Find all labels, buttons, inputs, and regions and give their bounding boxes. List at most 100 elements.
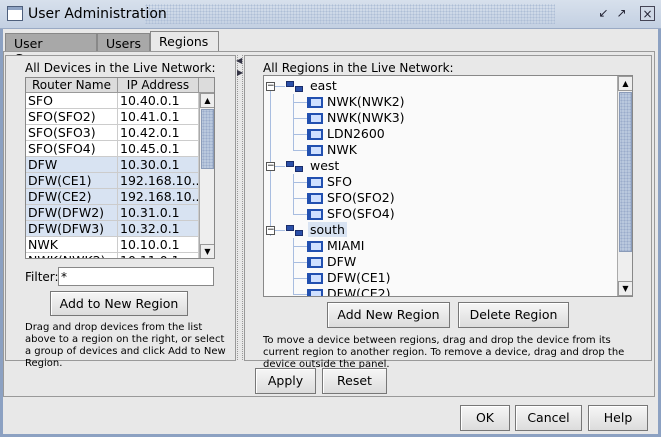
- table-row[interactable]: SFO(SFO2)10.41.0.1: [26, 109, 199, 125]
- tree-line: [275, 166, 285, 167]
- add-new-region-button[interactable]: Add New Region: [327, 302, 450, 328]
- ip-address-cell: 10.42.0.1: [118, 125, 199, 141]
- region-name: east: [309, 78, 337, 93]
- router-name-cell: SFO: [26, 93, 118, 109]
- collapse-icon[interactable]: −: [266, 225, 275, 235]
- tab-regions[interactable]: Regions: [150, 31, 219, 52]
- device-name: DFW(CE2): [327, 286, 391, 297]
- tree-line: [293, 102, 307, 103]
- devices-scrollbar[interactable]: ▲ ▼: [199, 93, 214, 258]
- region-node[interactable]: south: [286, 222, 347, 238]
- router-name-cell: DFW: [26, 157, 118, 173]
- device-name: SFO(SFO4): [327, 206, 395, 221]
- table-row[interactable]: DFW(CE1)192.168.10...: [26, 173, 199, 189]
- column-header-router-name[interactable]: Router Name: [26, 78, 118, 93]
- tree-line: [293, 246, 307, 247]
- ip-address-cell: 10.30.0.1: [118, 157, 199, 173]
- title-bar[interactable]: User Administration ↙ ↗ ×: [0, 0, 661, 29]
- table-row[interactable]: DFW(CE2)192.168.10...: [26, 189, 199, 205]
- collapse-right-icon[interactable]: ▶: [237, 68, 244, 77]
- tree-line: [293, 198, 307, 199]
- device-name: NWK: [327, 142, 357, 157]
- device-node[interactable]: LDN2600: [307, 126, 385, 142]
- help-button[interactable]: Help: [588, 405, 648, 431]
- table-row[interactable]: DFW(DFW3)10.32.0.1: [26, 221, 199, 237]
- device-node[interactable]: DFW(CE1): [307, 270, 391, 286]
- tab-content: [3, 51, 655, 397]
- region-icon: [286, 160, 304, 173]
- table-row[interactable]: DFW(DFW2)10.31.0.1: [26, 205, 199, 221]
- tab-user-groups[interactable]: User Groups: [5, 33, 97, 66]
- collapse-left-icon[interactable]: ◀: [236, 56, 243, 65]
- scroll-up-icon[interactable]: ▲: [618, 76, 632, 91]
- device-node[interactable]: SFO: [307, 174, 352, 190]
- tree-line: [293, 214, 307, 215]
- device-node[interactable]: NWK: [307, 142, 357, 158]
- collapse-icon[interactable]: −: [266, 81, 275, 91]
- router-name-cell: NWK: [26, 237, 118, 253]
- table-row[interactable]: SFO(SFO4)10.45.0.1: [26, 141, 199, 157]
- device-icon: [307, 241, 323, 252]
- apply-button[interactable]: Apply: [255, 368, 316, 394]
- router-name-cell: SFO(SFO3): [26, 125, 118, 141]
- scroll-down-icon[interactable]: ▼: [618, 281, 632, 296]
- device-node[interactable]: NWK(NWK3): [307, 110, 405, 126]
- close-icon[interactable]: ×: [640, 6, 655, 21]
- router-name-cell: SFO(SFO2): [26, 109, 118, 125]
- region-name: south: [307, 222, 347, 237]
- router-name-cell: NWK(NWK2): [26, 253, 118, 258]
- device-node[interactable]: DFW: [307, 254, 357, 270]
- ip-address-cell: 10.41.0.1: [118, 109, 199, 125]
- table-row[interactable]: NWK(NWK2)10.11.0.1: [26, 253, 199, 258]
- scroll-up-icon[interactable]: ▲: [200, 93, 214, 108]
- device-name: DFW: [327, 254, 357, 269]
- tree-line: [293, 134, 307, 135]
- device-node[interactable]: SFO(SFO4): [307, 206, 395, 222]
- ok-button[interactable]: OK: [460, 405, 510, 431]
- tree-line: [293, 262, 307, 263]
- tree-line: [293, 118, 307, 119]
- router-name-cell: DFW(DFW2): [26, 205, 118, 221]
- regions-label: All Regions in the Live Network:: [263, 61, 454, 75]
- ip-address-cell: 192.168.10...: [120, 189, 199, 205]
- device-node[interactable]: NWK(NWK2): [307, 94, 405, 110]
- regions-scrollbar[interactable]: ▲ ▼: [617, 76, 632, 296]
- minimize-icon[interactable]: ↙: [598, 6, 609, 20]
- device-icon: [307, 209, 323, 220]
- device-node[interactable]: SFO(SFO2): [307, 190, 395, 206]
- region-node[interactable]: east: [286, 78, 339, 94]
- tab-users[interactable]: Users: [97, 33, 150, 51]
- tree-line: [275, 230, 285, 231]
- device-name: NWK(NWK2): [327, 94, 405, 109]
- collapse-icon[interactable]: −: [266, 161, 275, 171]
- column-header-ip-address[interactable]: IP Address: [118, 78, 199, 93]
- device-name: SFO(SFO2): [327, 190, 395, 205]
- cancel-button[interactable]: Cancel: [515, 405, 582, 431]
- scroll-down-icon[interactable]: ▼: [200, 244, 214, 258]
- maximize-icon[interactable]: ↗: [616, 6, 627, 20]
- device-icon: [307, 97, 323, 108]
- region-name: west: [309, 158, 340, 173]
- split-pane-divider[interactable]: [237, 55, 243, 360]
- filter-input[interactable]: [58, 267, 214, 286]
- delete-region-button[interactable]: Delete Region: [458, 302, 569, 328]
- device-node[interactable]: MIAMI: [307, 238, 365, 254]
- device-icon: [307, 257, 323, 268]
- device-icon: [307, 145, 323, 156]
- device-node[interactable]: DFW(CE2): [307, 286, 391, 297]
- title-bar-pattern: [145, 4, 555, 24]
- scroll-thumb[interactable]: [201, 109, 214, 169]
- regions-help-text: To move a device between regions, drag a…: [263, 335, 625, 370]
- region-node[interactable]: west: [286, 158, 341, 174]
- tree-line: [293, 94, 294, 150]
- add-to-new-region-button[interactable]: Add to New Region: [50, 291, 188, 316]
- reset-button[interactable]: Reset: [322, 368, 387, 394]
- table-row[interactable]: SFO(SFO3)10.42.0.1: [26, 125, 199, 141]
- scroll-thumb[interactable]: [619, 92, 632, 252]
- tree-line: [293, 182, 307, 183]
